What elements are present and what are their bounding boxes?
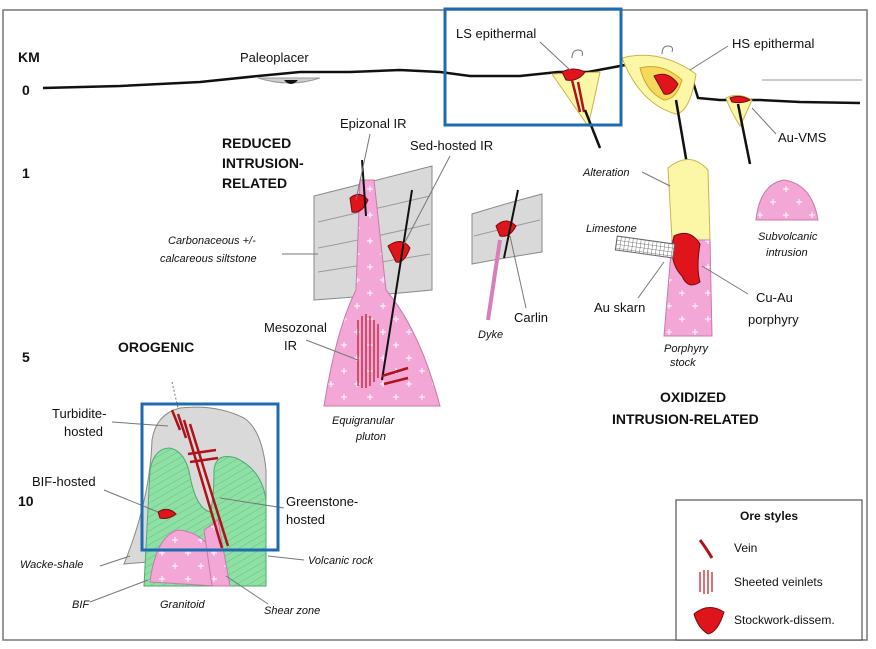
depth-tick-10: 10	[18, 493, 34, 509]
depth-unit-label: KM	[18, 49, 40, 65]
label-carbonaceous-1: Carbonaceous +/-	[168, 235, 256, 247]
depth-tick-5: 5	[22, 349, 30, 365]
label-wacke-shale: Wacke-shale	[20, 559, 83, 571]
label-bif: BIF	[72, 599, 90, 611]
legend-sheeted-symbol	[699, 570, 713, 594]
leader-alteration	[641, 171, 671, 187]
leader-au-vms	[751, 107, 777, 135]
leader-turbidite-hosted	[111, 421, 169, 427]
label-greenstone-hosted-2: hosted	[286, 512, 325, 527]
leader-hs-epithermal	[689, 45, 729, 71]
label-subvolcanic-1: Subvolcanic	[758, 231, 818, 243]
label-carlin: Carlin	[514, 310, 548, 325]
label-mesozonal-ir-1: Mesozonal	[264, 320, 327, 335]
label-sed-hosted-ir: Sed-hosted IR	[410, 138, 493, 153]
reduced-intrusion-system	[313, 159, 441, 407]
label-cu-au-porphyry-2: porphyry	[748, 312, 799, 327]
label-volcanic-rock: Volcanic rock	[308, 555, 374, 567]
depth-tick-0: 0	[22, 82, 30, 98]
label-subvolcanic-2: intrusion	[766, 247, 808, 259]
leader-wacke-shale	[99, 555, 131, 567]
label-porphyry-stock-1: Porphyry	[664, 343, 710, 355]
label-dyke: Dyke	[478, 329, 503, 341]
leader-bif	[89, 579, 149, 603]
heading-oxidized-1: OXIDIZED	[660, 389, 726, 405]
label-porphyry-stock-2: stock	[670, 357, 696, 369]
label-epizonal-ir: Epizonal IR	[340, 116, 406, 131]
legend-item-sheeted: Sheeted veinlets	[734, 575, 823, 589]
label-shear-zone: Shear zone	[264, 605, 320, 617]
paleoplacer-deposit	[257, 77, 321, 84]
hs-epithermal-deposit	[621, 45, 697, 171]
leader-greenstone-hosted	[219, 497, 285, 509]
heading-reduced-2: INTRUSION-	[222, 155, 304, 171]
leader-cu-au-porphyry	[701, 265, 749, 295]
leader-bif-hosted	[103, 489, 159, 513]
depth-axis: KM 0 1 5 10	[18, 49, 40, 509]
label-carbonaceous-2: calcareous siltstone	[160, 253, 257, 265]
leader-mesozonal-ir	[305, 339, 359, 361]
leader-ls-epithermal	[539, 41, 571, 71]
label-alteration: Alteration	[582, 167, 629, 179]
heading-reduced-1: REDUCED	[222, 135, 291, 151]
label-turbidite-hosted-2: hosted	[64, 424, 103, 439]
leader-shear-zone	[225, 575, 269, 605]
porphyry-system	[614, 159, 713, 337]
surface-line	[42, 60, 861, 105]
ore-styles-legend: Ore styles Vein Sheeted veinlets Stockwo…	[675, 499, 863, 641]
label-equigranular-2: pluton	[355, 431, 386, 443]
label-greenstone-hosted-1: Greenstone-	[286, 494, 358, 509]
depth-tick-1: 1	[22, 165, 30, 181]
au-vms-deposit	[725, 94, 753, 165]
label-hs-epithermal: HS epithermal	[732, 36, 814, 51]
legend-item-stockwork: Stockwork-dissem.	[734, 613, 835, 627]
label-limestone: Limestone	[586, 223, 637, 235]
label-ls-epithermal: LS epithermal	[456, 26, 536, 41]
legend-vein-symbol	[698, 539, 714, 559]
heading-reduced-3: RELATED	[222, 175, 287, 191]
label-cu-au-porphyry-1: Cu-Au	[756, 290, 793, 305]
heading-oxidized-2: INTRUSION-RELATED	[612, 411, 759, 427]
label-equigranular-1: Equigranular	[332, 415, 396, 427]
label-bif-hosted: BIF-hosted	[32, 474, 96, 489]
leader-au-skarn	[637, 261, 665, 299]
highlight-box-ls-epithermal	[443, 7, 623, 127]
label-granitoid: Granitoid	[160, 599, 206, 611]
subvolcanic-intrusion	[755, 179, 819, 221]
legend-stockwork-symbol	[693, 607, 725, 635]
legend-item-vein: Vein	[734, 541, 757, 555]
label-turbidite-hosted-1: Turbidite-	[52, 406, 106, 421]
highlight-box-orogenic	[140, 402, 280, 552]
leader-carlin	[509, 235, 527, 309]
leader-epizonal-ir	[355, 133, 371, 201]
label-au-vms: Au-VMS	[778, 130, 827, 145]
leader-sed-hosted-ir	[403, 155, 451, 245]
legend-title: Ore styles	[740, 509, 798, 523]
label-au-skarn: Au skarn	[594, 300, 645, 315]
leader-volcanic-rock	[267, 555, 305, 561]
carlin-system	[471, 189, 543, 321]
label-mesozonal-ir-2: IR	[284, 338, 297, 353]
label-paleoplacer: Paleoplacer	[240, 50, 309, 65]
heading-orogenic: OROGENIC	[118, 339, 194, 355]
